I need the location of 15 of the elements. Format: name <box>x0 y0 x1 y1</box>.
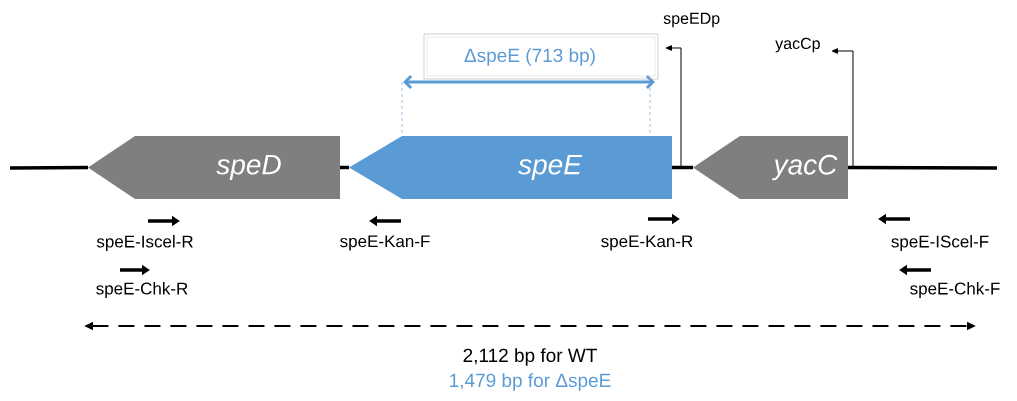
label: 2,112 bp for WT <box>463 348 597 366</box>
label: speE-Iscel-R <box>96 235 193 251</box>
label: speE-Kan-R <box>601 235 693 251</box>
label: speE-IScel-F <box>891 235 989 251</box>
dna-strand-line <box>848 165 997 170</box>
label: speEDp <box>663 12 720 28</box>
dna-strand-line <box>672 165 693 170</box>
dna-strand-line <box>340 165 349 170</box>
dna-strand-line <box>10 165 89 170</box>
label: 1,479 bp for ΔspeE <box>450 373 611 391</box>
label: speE-Chk-F <box>910 282 1000 298</box>
label: speE-Kan-F <box>340 235 430 251</box>
deletion-box: ΔspeE (713 bp) <box>423 33 659 80</box>
label: yacCp <box>775 37 820 53</box>
label: speE-Chk-R <box>96 282 188 298</box>
